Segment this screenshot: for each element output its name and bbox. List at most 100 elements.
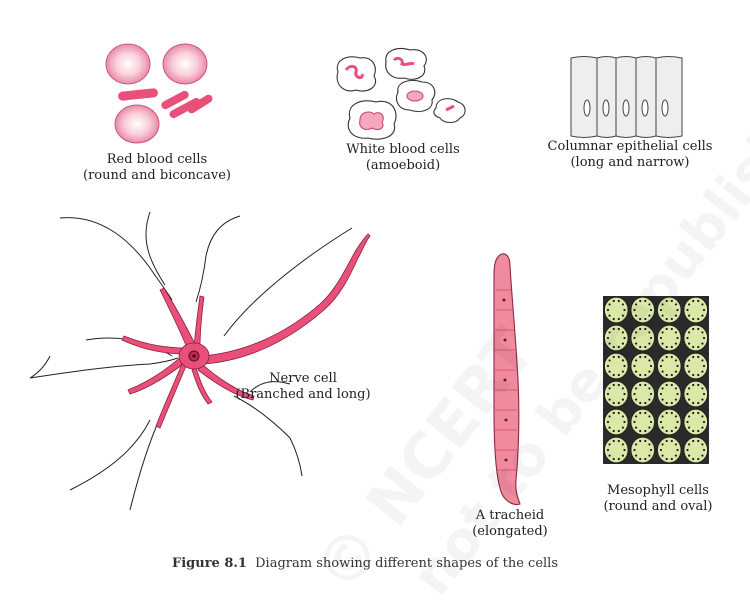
chloroplast-dot: [608, 314, 611, 317]
chloroplast-dot: [639, 401, 642, 405]
chloroplast-dot: [617, 373, 620, 377]
chloroplast-dot: [606, 420, 610, 424]
tracheid-pit: [503, 378, 507, 382]
chloroplast-dot: [701, 331, 704, 334]
chloroplast-dot: [676, 336, 679, 340]
chloroplast-dot: [697, 411, 700, 415]
chloroplast-dot: [608, 331, 611, 334]
figure-number: Figure 8.1: [172, 556, 247, 571]
tracheid-pit: [503, 338, 507, 342]
mesophyll-cell: [657, 324, 682, 352]
chloroplast-dot: [649, 364, 653, 368]
chloroplast-dot: [670, 345, 673, 349]
chloroplast-dot: [623, 364, 626, 368]
chloroplast-dot: [686, 448, 689, 452]
mesophyll-cell: [683, 436, 708, 464]
chloroplast-dot: [612, 355, 615, 359]
chloroplast-dot: [674, 415, 678, 418]
chloroplast-dot: [665, 345, 668, 349]
chloroplast-dot: [621, 387, 625, 390]
chloroplast-dot: [687, 342, 691, 345]
chloroplast-dot: [665, 429, 668, 433]
chloroplast-dot: [661, 426, 664, 429]
wbc-nucleus: [344, 64, 364, 80]
chloroplast-dot: [648, 398, 651, 401]
chloroplast-dot: [676, 364, 679, 368]
chloroplast-dot: [621, 359, 625, 362]
chloroplast-dot: [639, 345, 642, 349]
tracheid-pit: [504, 418, 508, 422]
nerve-dendrite: [121, 335, 187, 355]
chloroplast-dot: [665, 317, 668, 321]
chloroplast-dot: [692, 317, 695, 321]
chloroplast-dot: [661, 342, 664, 345]
mesophyll-cell: [657, 380, 682, 408]
nerve-label-line1: Nerve cell: [269, 371, 337, 386]
chloroplast-dot: [692, 373, 695, 377]
chloroplast-dot: [674, 303, 678, 306]
label-mesophyll: Mesophyll cells (round and oval): [588, 483, 728, 515]
chloroplast-dot: [634, 387, 638, 390]
chloroplast-dot: [697, 457, 700, 461]
columnar-nucleus: [622, 99, 630, 117]
mesophyll-cell: [604, 436, 629, 464]
chloroplast-dot: [665, 401, 668, 405]
chloroplast-dot: [608, 454, 611, 457]
nerve-cell-illustration: [29, 211, 371, 511]
mesophyll-cell: [630, 380, 655, 408]
chloroplast-dot: [659, 336, 663, 340]
chloroplast-dot: [670, 439, 673, 443]
rbc-side-view: [169, 97, 201, 119]
chloroplast-dot: [644, 457, 647, 461]
chloroplast-dot: [701, 303, 704, 306]
chloroplast-dot: [623, 448, 626, 452]
chloroplast-dot: [661, 370, 664, 373]
tracheid-label-line2: (elongated): [472, 524, 548, 539]
chloroplast-dot: [687, 454, 691, 457]
chloroplast-dot: [644, 317, 647, 321]
chloroplast-dot: [648, 314, 651, 317]
wbc-label-line2: (amoeboid): [365, 158, 441, 173]
chloroplast-dot: [697, 429, 700, 433]
chloroplast-dot: [701, 398, 704, 401]
chloroplast-dot: [621, 454, 625, 457]
nerve-dendrite: [159, 287, 197, 351]
chloroplast-dot: [621, 331, 625, 334]
chloroplast-dot: [608, 415, 611, 418]
chloroplast-dot: [702, 392, 706, 396]
chloroplast-dot: [644, 429, 647, 433]
chloroplast-dot: [674, 426, 678, 429]
chloroplast-dot: [661, 443, 664, 446]
chloroplast-dot: [639, 327, 642, 331]
mesophyll-illustration: [603, 296, 709, 464]
chloroplast-dot: [621, 398, 625, 401]
wbc-cell: [433, 98, 466, 124]
columnar-nucleus: [583, 99, 591, 117]
chloroplast-dot: [621, 314, 625, 317]
chloroplast-dot: [659, 364, 663, 368]
chloroplast-dot: [634, 415, 638, 418]
chloroplast-dot: [639, 299, 642, 303]
chloroplast-dot: [701, 426, 704, 429]
chloroplast-dot: [621, 426, 625, 429]
chloroplast-dot: [639, 429, 642, 433]
chloroplast-dot: [606, 392, 610, 396]
mesophyll-cell: [683, 296, 708, 324]
chloroplast-dot: [670, 401, 673, 405]
chloroplast-dot: [692, 383, 695, 387]
mesophyll-cell: [657, 408, 682, 436]
chloroplast-dot: [665, 439, 668, 443]
chloroplast-dot: [648, 370, 651, 373]
chloroplast-dot: [702, 420, 706, 424]
label-white-blood-cells: White blood cells (amoeboid): [318, 142, 488, 174]
figure-caption-text: Diagram showing different shapes of the …: [255, 556, 558, 571]
cell-shapes-diagram: [29, 43, 709, 511]
chloroplast-dot: [639, 411, 642, 415]
chloroplast-dot: [670, 383, 673, 387]
chloroplast-dot: [644, 327, 647, 331]
chloroplast-dot: [608, 342, 611, 345]
rbc-disc: [162, 43, 208, 85]
mesophyll-cell: [683, 380, 708, 408]
chloroplast-dot: [670, 355, 673, 359]
chloroplast-dot: [661, 454, 664, 457]
